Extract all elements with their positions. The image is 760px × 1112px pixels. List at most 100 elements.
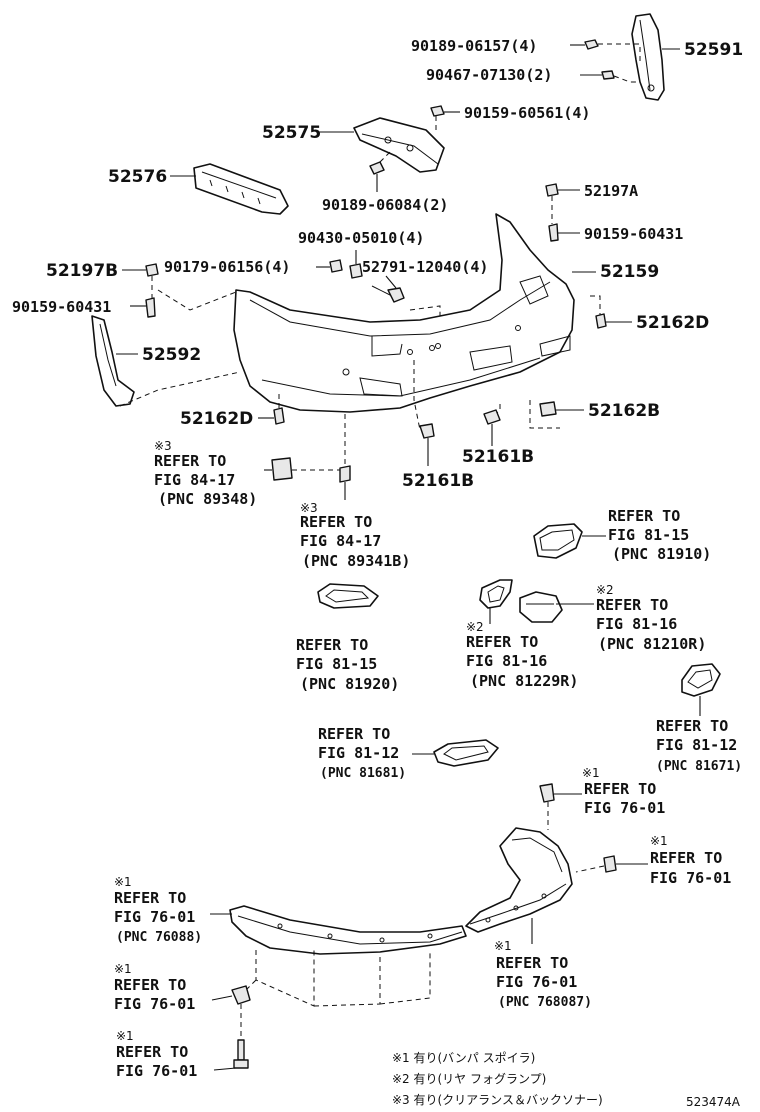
ref-81229R-line3: (PNC 81229R) <box>470 672 578 690</box>
ref-89348-line1: REFER TO <box>154 452 226 470</box>
ref-81229R-line2: FIG 81-16 <box>466 652 547 670</box>
ref-81910-line3: (PNC 81910) <box>612 545 711 563</box>
ref-89341B-line1: REFER TO <box>300 513 372 531</box>
ref-76-01-b-mark: ※1 <box>650 834 668 848</box>
label-52791-12040: 52791-12040(4) <box>362 258 488 276</box>
screw-76-01-bottom <box>233 1039 249 1069</box>
ref-76088-mark: ※1 <box>114 875 132 889</box>
label-90467-07130: 90467-07130(2) <box>426 66 552 84</box>
label-52162B: 52162B <box>588 401 660 421</box>
label-90189-06084: 90189-06084(2) <box>322 196 448 214</box>
ref-81681-line1: REFER TO <box>318 725 390 743</box>
label-90189-06157: 90189-06157(4) <box>411 37 537 55</box>
ref-76-01-c-mark: ※1 <box>114 962 132 976</box>
ref-89341B-line3: (PNC 89341B) <box>302 552 410 570</box>
ref-81229R-mark: ※2 <box>466 620 484 634</box>
reflector-81910 <box>533 523 583 559</box>
ref-81671-line1: REFER TO <box>656 717 728 735</box>
ref-76088-line1: REFER TO <box>114 889 186 907</box>
label-52592: 52592 <box>142 345 201 365</box>
ref-81210R-line2: FIG 81-16 <box>596 615 677 633</box>
bracket-52591 <box>631 13 665 101</box>
sonar-holder-89341B <box>339 465 351 483</box>
legend-note-1: ※1 有り(バンパ スポイラ) <box>392 1051 535 1065</box>
ref-81681-line3: (PNC 81681) <box>320 766 406 781</box>
ref-76088-line2: FIG 76-01 <box>114 908 195 926</box>
clip-90430-05010 <box>349 263 363 279</box>
label-52161B-a: 52161B <box>462 447 534 467</box>
clip-52162D-right <box>595 313 607 329</box>
spoiler-left-76088 <box>229 905 467 955</box>
retainer-52161B-a <box>419 423 435 439</box>
ref-76-01-d-mark: ※1 <box>116 1029 134 1043</box>
bracket-52575 <box>353 117 445 173</box>
ref-81920-line1: REFER TO <box>296 636 368 654</box>
ref-76-01-c-line1: REFER TO <box>114 976 186 994</box>
fog-lamp-bezel-81229R <box>479 579 513 609</box>
ref-76088-line3: (PNC 76088) <box>116 930 202 945</box>
retainer-52161B-b <box>483 409 501 425</box>
ref-81229R-line1: REFER TO <box>466 633 538 651</box>
bolt-90189-06157 <box>584 39 599 50</box>
clip-76-01-top <box>539 783 555 803</box>
ref-76-01-a-mark: ※1 <box>582 766 600 780</box>
ref-89348-line3: (PNC 89348) <box>158 490 257 508</box>
clip-90159-60561 <box>430 105 445 117</box>
label-52161B-b: 52161B <box>402 471 474 491</box>
cap-52162B <box>539 401 557 417</box>
ref-81210R-line1: REFER TO <box>596 596 668 614</box>
screw-90159-60431-left <box>145 297 156 318</box>
ref-89341B-line2: FIG 84-17 <box>300 532 381 550</box>
ref-81671-line2: FIG 81-12 <box>656 736 737 754</box>
legend-note-2: ※2 有り(リヤ フォグランプ) <box>392 1072 546 1086</box>
label-52591: 52591 <box>684 40 743 60</box>
label-52197B: 52197B <box>46 261 118 281</box>
label-52197A: 52197A <box>584 182 638 200</box>
ref-89341B-mark: ※3 <box>300 501 318 515</box>
ref-76-01-d-line2: FIG 76-01 <box>116 1062 197 1080</box>
legend-note-3: ※3 有り(クリアランス＆バックソナー) <box>392 1093 603 1107</box>
bumper-cover-52159 <box>233 213 575 413</box>
label-52162D-left: 52162D <box>180 409 253 429</box>
ref-81210R-line3: (PNC 81210R) <box>598 635 706 653</box>
sonar-sensor-89348 <box>271 457 293 481</box>
fog-lamp-81210R <box>519 591 563 623</box>
ref-76-01-b-line2: FIG 76-01 <box>650 869 731 887</box>
spoiler-right-768087 <box>465 827 573 933</box>
reflector-81681 <box>433 739 499 767</box>
diagram-id: 523474A <box>686 1095 741 1109</box>
ref-76-01-c-line2: FIG 76-01 <box>114 995 195 1013</box>
ref-81920-line2: FIG 81-15 <box>296 655 377 673</box>
ref-81671-line3: (PNC 81671) <box>656 759 742 774</box>
ref-81920-line3: (PNC 81920) <box>300 675 399 693</box>
label-90430-05010: 90430-05010(4) <box>298 229 424 247</box>
nut-52197A <box>545 183 559 197</box>
bracket-52592 <box>91 315 135 407</box>
label-52576: 52576 <box>108 167 167 187</box>
clip-90189-06084 <box>369 161 385 175</box>
label-52162D-right: 52162D <box>636 313 709 333</box>
clip-76-01-right <box>603 855 617 873</box>
bolt-52791-12040 <box>371 285 405 303</box>
bolt-90467-07130 <box>601 70 615 80</box>
ref-76-01-a-line2: FIG 76-01 <box>584 799 665 817</box>
label-52159: 52159 <box>600 262 659 282</box>
label-90179-06156: 90179-06156(4) <box>164 258 290 276</box>
ref-81910-line1: REFER TO <box>608 507 680 525</box>
label-52575: 52575 <box>262 123 321 143</box>
ref-768087-line2: FIG 76-01 <box>496 973 577 991</box>
clip-90179-06156 <box>329 259 343 273</box>
nut-52197B <box>145 263 159 277</box>
ref-768087-mark: ※1 <box>494 939 512 953</box>
ref-89348-line2: FIG 84-17 <box>154 471 235 489</box>
label-90159-60431-right: 90159-60431 <box>584 225 683 243</box>
ref-89348-mark: ※3 <box>154 439 172 453</box>
reflector-81671 <box>681 663 721 697</box>
bracket-52576 <box>193 163 289 215</box>
ref-81910-line2: FIG 81-15 <box>608 526 689 544</box>
ref-81210R-mark: ※2 <box>596 583 614 597</box>
ref-76-01-d-line1: REFER TO <box>116 1043 188 1061</box>
label-90159-60561: 90159-60561(4) <box>464 104 590 122</box>
screw-90159-60431-right <box>548 223 559 242</box>
